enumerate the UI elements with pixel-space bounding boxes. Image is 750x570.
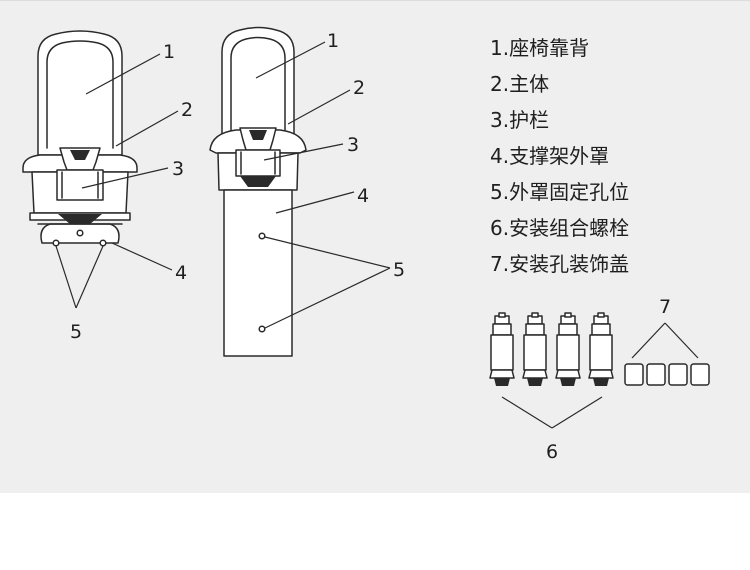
leader-lines	[55, 41, 699, 429]
decorative-cap	[624, 363, 644, 386]
callout-mid-4: 4	[357, 185, 369, 207]
callout-left-1: 1	[163, 41, 175, 63]
decorative-cap	[646, 363, 666, 386]
callout-caps-7: 7	[659, 296, 671, 318]
callout-bolts-6: 6	[546, 441, 558, 463]
seat-back-middle	[221, 26, 295, 143]
legend-item-seat-back: 1.座椅靠背	[490, 36, 590, 60]
seat-back-left	[37, 30, 123, 156]
callout-mid-3: 3	[347, 134, 359, 156]
diagram-panel	[0, 0, 750, 493]
callout-mid-5: 5	[393, 259, 405, 281]
support-cover-middle	[223, 176, 293, 357]
assembly-bolt	[555, 312, 581, 387]
assembly-bolt	[522, 312, 548, 387]
parts-diagram: 1 2 3 4 5 1 2 3 4 5 6 7	[22, 26, 710, 463]
callout-mid-2: 2	[353, 77, 365, 99]
seat-assembly-middle	[209, 26, 307, 357]
legend-item-support-cover: 4.支撑架外罩	[490, 144, 610, 168]
legend-item-bolts: 6.安装组合螺栓	[490, 216, 630, 240]
parts-legend: 1.座椅靠背 2.主体 3.护栏 4.支撑架外罩 5.外罩固定孔位 6.安装组合…	[490, 30, 629, 282]
assembly-bolt	[489, 312, 515, 386]
support-cover-left	[29, 212, 131, 244]
decorative-cap-set	[624, 363, 710, 386]
bolt-set	[489, 312, 614, 387]
legend-item-mount-holes: 5.外罩固定孔位	[490, 180, 630, 204]
guardrail-left	[56, 147, 104, 201]
callout-numbers: 1 2 3 4 5 1 2 3 4 5 6 7	[70, 30, 671, 463]
guardrail-middle	[235, 127, 281, 177]
legend-item-guardrail: 3.护栏	[490, 108, 550, 132]
mount-holes-left	[52, 229, 107, 247]
callout-left-3: 3	[172, 158, 184, 180]
decorative-cap	[668, 363, 688, 386]
assembly-bolt	[588, 312, 614, 387]
decorative-cap	[690, 363, 710, 386]
mount-holes-middle	[258, 232, 266, 333]
callout-left-4: 4	[175, 262, 187, 284]
callout-mid-1: 1	[327, 30, 339, 52]
callout-left-2: 2	[181, 99, 193, 121]
callout-left-5: 5	[70, 321, 82, 343]
legend-item-main-body: 2.主体	[490, 72, 550, 96]
seat-assembly-left	[22, 30, 138, 247]
legend-item-caps: 7.安装孔装饰盖	[490, 252, 630, 276]
